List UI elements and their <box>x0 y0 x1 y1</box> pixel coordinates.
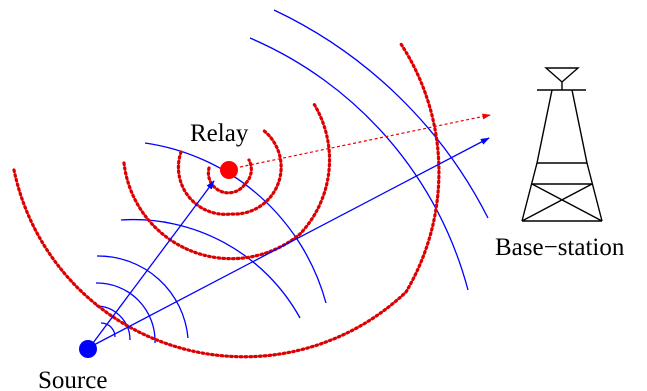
relay-wavefronts <box>12 42 441 359</box>
relay-wave-3 <box>122 102 332 261</box>
source-wave-1 <box>100 322 116 338</box>
source-wave-3 <box>95 282 156 344</box>
source-wavefronts <box>95 9 489 344</box>
source-label: Source <box>38 367 107 391</box>
source-node <box>79 340 97 358</box>
base-station-label: Base−station <box>495 234 625 261</box>
source-wave-7 <box>249 37 469 291</box>
base-station-tower-icon <box>521 67 603 222</box>
source-wave-8 <box>273 9 489 219</box>
links <box>89 113 491 348</box>
source-to-relay-arrow <box>89 180 215 348</box>
relay-node <box>220 161 238 179</box>
relay-wave-4 <box>12 42 441 359</box>
source-wave-2 <box>95 305 131 341</box>
source-wave-4 <box>96 255 189 339</box>
source-wave-6 <box>144 142 327 304</box>
relay-label: Relay <box>190 120 249 147</box>
source-to-base-station-arrow <box>89 137 490 348</box>
relay-to-base-station-arrow <box>239 113 491 168</box>
